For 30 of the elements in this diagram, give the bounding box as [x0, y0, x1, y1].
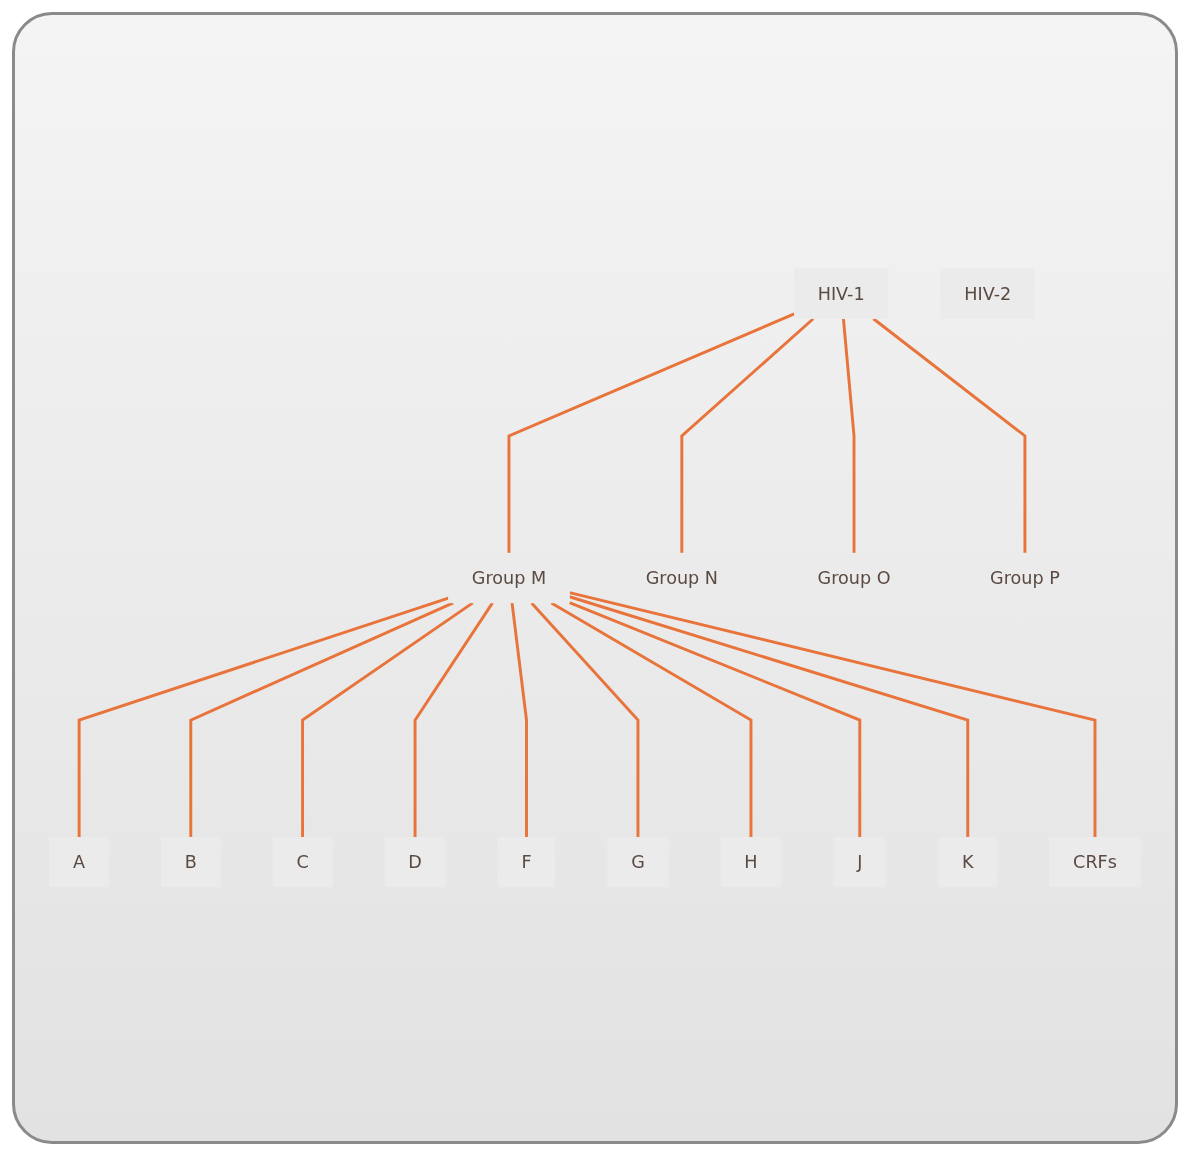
connector	[507, 312, 795, 554]
connector	[510, 602, 528, 838]
node-text: C	[296, 851, 309, 873]
node-text: CRFs	[1073, 851, 1117, 873]
node-text: HIV-2	[964, 283, 1012, 305]
node-text: D	[408, 851, 422, 873]
node-text: F	[521, 851, 532, 873]
node-text: J	[857, 851, 863, 873]
panel-background: HIV-1 HIV-2 Group M Group N Group O Group P A B C D F G H J K CRFs	[12, 12, 1178, 1144]
connector	[569, 591, 1097, 838]
node-text: B	[184, 851, 197, 873]
connector	[189, 601, 454, 838]
node-text: Group O	[817, 567, 891, 589]
connector	[77, 596, 449, 838]
connector	[872, 317, 1027, 554]
connector	[841, 318, 856, 554]
connector	[550, 601, 753, 838]
node-text: A	[73, 851, 86, 873]
node-text: Group N	[645, 567, 718, 589]
node-text: Group P	[990, 567, 1060, 589]
connector	[413, 602, 494, 838]
connector	[301, 601, 474, 838]
node-text: HIV-1	[817, 283, 865, 305]
node-text: G	[631, 851, 645, 873]
connector	[569, 595, 970, 838]
connector	[569, 601, 862, 838]
connector	[680, 317, 815, 554]
node-text: K	[961, 851, 974, 873]
connector	[530, 601, 640, 838]
node-text: H	[744, 851, 758, 873]
